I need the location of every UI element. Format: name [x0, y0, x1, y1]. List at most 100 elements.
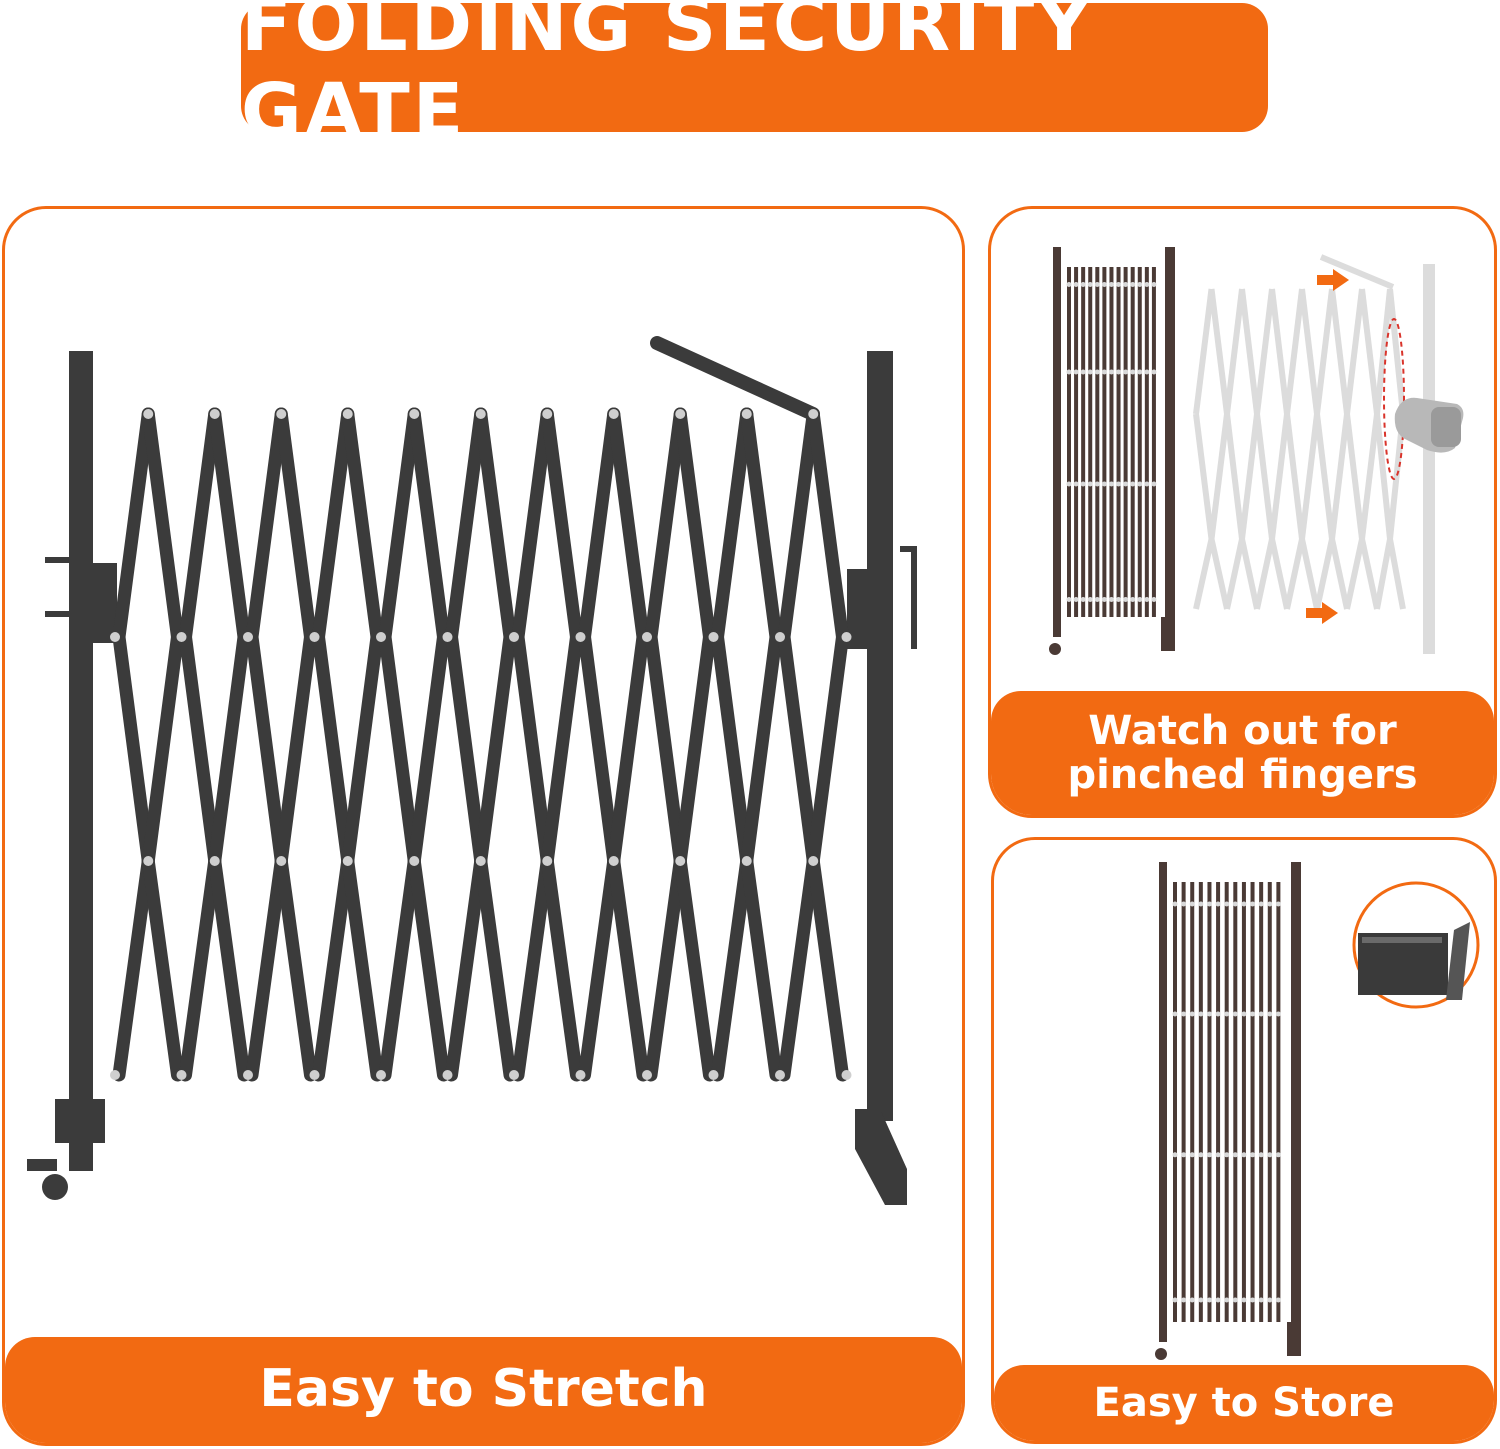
ghost-bar	[1374, 538, 1393, 610]
rivet	[642, 1070, 652, 1080]
folded-bar	[1067, 267, 1071, 617]
rivet	[1094, 481, 1100, 487]
folded-bar	[1267, 882, 1272, 1322]
ghost-bar	[1224, 288, 1245, 415]
rivet	[708, 632, 719, 642]
ghost-bar	[1239, 413, 1260, 540]
rivet	[1101, 597, 1107, 602]
scissor-bar	[777, 407, 820, 644]
rivet	[309, 632, 320, 642]
ghost-bar	[1359, 538, 1380, 610]
rivet	[1232, 1297, 1238, 1303]
folded-bar	[1233, 882, 1238, 1322]
folded-bar	[1081, 267, 1086, 617]
rivet	[1258, 1152, 1264, 1158]
rivet	[1116, 481, 1122, 487]
scissor-bar	[312, 630, 355, 868]
latch-plate	[847, 569, 869, 649]
rivet	[1275, 901, 1281, 907]
left-post	[69, 351, 93, 1171]
rivet	[1116, 369, 1122, 375]
scissor-bar	[607, 407, 650, 644]
rivet	[1130, 597, 1136, 602]
rivet	[1123, 481, 1129, 487]
folded-bar	[1216, 882, 1221, 1322]
rivet	[176, 632, 187, 642]
rivet	[708, 1070, 719, 1080]
rivet	[1073, 282, 1079, 287]
ghost-bar	[1239, 538, 1260, 610]
ghost-bar	[1314, 288, 1335, 415]
caster-wheel	[42, 1174, 68, 1200]
rivet	[1181, 1297, 1187, 1303]
panel-easy-to-stretch: Easy to Stretch	[2, 206, 965, 1446]
scissor-bar	[141, 630, 184, 868]
scissor-bar	[407, 407, 450, 644]
caption-line-2: pinched fingers	[1067, 752, 1418, 798]
scissor-bar	[407, 630, 450, 868]
rivet	[409, 856, 420, 866]
rivet	[1224, 1011, 1230, 1017]
rivet	[376, 1070, 386, 1080]
folded-bar	[1250, 882, 1255, 1322]
scissor-bar	[445, 854, 488, 1082]
ghost-bar	[1254, 288, 1275, 415]
rivet	[1073, 481, 1079, 487]
rivet	[1080, 369, 1086, 375]
caster-wheel	[1049, 643, 1061, 655]
caster-brake	[27, 1159, 57, 1171]
rivet	[1130, 369, 1136, 375]
rivet	[1232, 1152, 1238, 1158]
caption-easy-to-store: Easy to Store	[994, 1365, 1494, 1441]
ghost-bar	[1269, 413, 1290, 540]
caption-text: Easy to Store	[1093, 1380, 1395, 1426]
rivet	[1215, 1152, 1221, 1158]
rivet	[1241, 1011, 1247, 1017]
scissor-bar	[474, 630, 517, 868]
rivet	[1101, 282, 1107, 287]
rivet	[1080, 282, 1086, 287]
folded-gate	[1049, 247, 1175, 655]
ghost-bar	[1208, 288, 1230, 415]
rivet	[1151, 481, 1157, 487]
ghost-handle	[1319, 254, 1395, 290]
arrow-right-icon	[1306, 602, 1338, 624]
rivet	[209, 409, 220, 419]
folded-bar	[1095, 267, 1100, 617]
ghost-bar	[1359, 288, 1380, 415]
left-post	[1053, 247, 1061, 637]
rivet	[1144, 481, 1150, 487]
rivet	[608, 409, 619, 419]
rivet	[276, 856, 287, 866]
rivet	[1198, 1297, 1204, 1303]
rivet	[1116, 282, 1122, 287]
scissor-bar	[445, 407, 488, 644]
rivet	[1108, 597, 1114, 602]
ghost-bar	[1387, 538, 1406, 610]
folded-bar	[1276, 882, 1281, 1322]
scissor-bar	[644, 630, 687, 868]
scissor-bar	[644, 854, 687, 1082]
scissor-bar	[578, 407, 621, 644]
rivet	[1258, 1011, 1264, 1017]
scissor-bar	[274, 407, 317, 644]
hand-icon	[1394, 397, 1464, 453]
ghost-bar	[1344, 538, 1365, 610]
caster-wheel	[1155, 1348, 1167, 1360]
rivet	[1087, 597, 1093, 602]
rivet	[1151, 369, 1157, 375]
rivet	[642, 632, 652, 642]
folded-bar	[1130, 267, 1135, 617]
rivet	[1172, 1011, 1178, 1017]
scissor-bar	[540, 854, 583, 1082]
rivet	[1224, 1152, 1230, 1158]
rivet	[1181, 1011, 1187, 1017]
rivet	[1241, 1297, 1247, 1303]
rivet	[675, 409, 686, 419]
scissor-bar	[644, 407, 687, 644]
rivet	[1130, 481, 1136, 487]
rivet	[808, 409, 819, 419]
caption-pinched-fingers: Watch out for pinched fingers	[991, 691, 1494, 815]
rivet	[1198, 901, 1204, 907]
rivet	[1151, 282, 1157, 287]
